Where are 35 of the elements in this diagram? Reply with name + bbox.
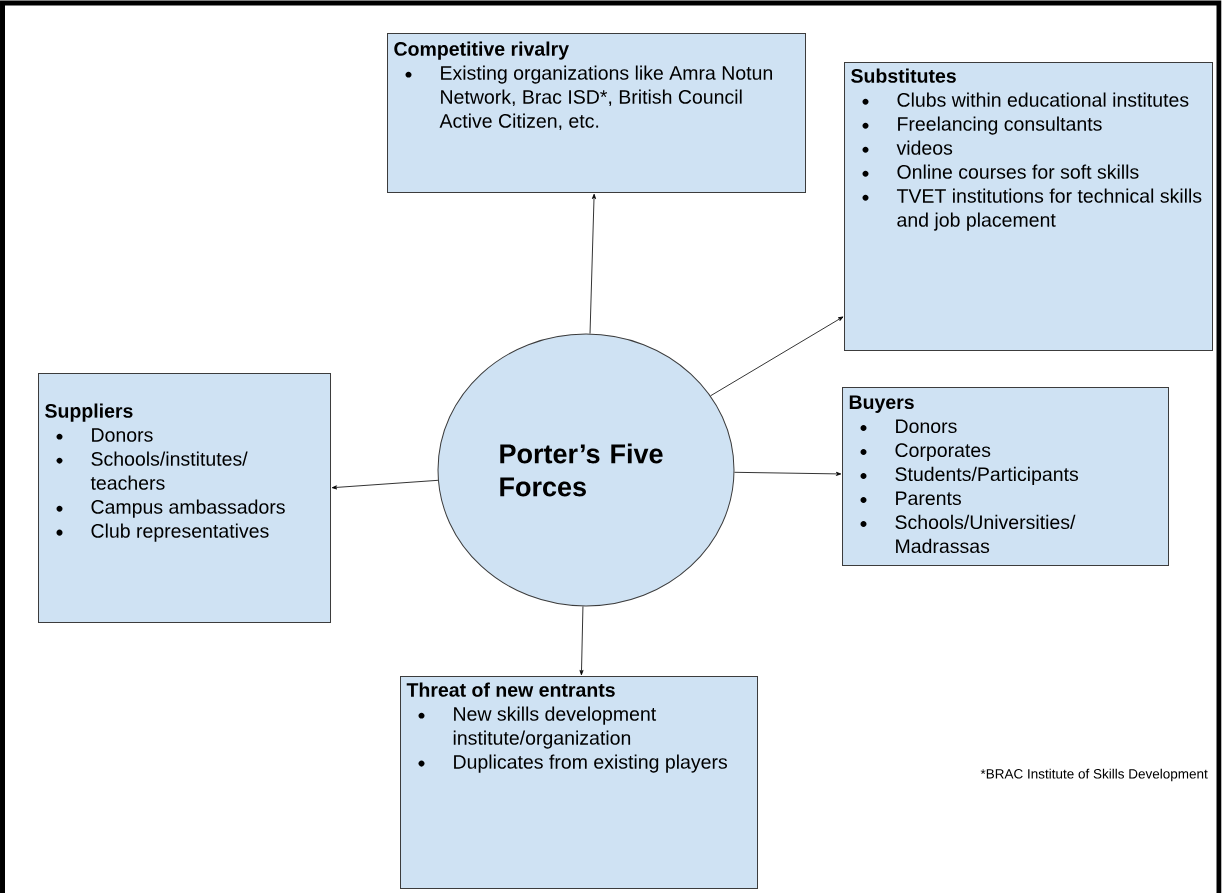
bullet-item: Campus ambassadors [91,499,285,518]
arrow [710,316,844,397]
bullet-item: Club representatives [91,523,269,542]
bullet-item: New skills development institute/organization [453,706,657,749]
circle-title: Porter’s Five Forces [500,443,663,497]
box-heading: Threat of new entrants [406,682,615,697]
bullet-item: Existing organizations like Amra Notun Network, Brac ISD*, British Council Active Citizen, etc. [439,65,772,131]
force-circle [437,333,735,607]
bullet-item: Clubs within educational institutes [897,92,1189,107]
bullet-item: TVET institutions for technical skills and job placement [896,188,1202,231]
force-box [387,33,806,193]
force-box [400,676,758,889]
force-box [844,62,1213,351]
bullet-item: Online courses for soft skills [897,164,1139,179]
box-heading: Substitutes [851,68,956,83]
arrow [579,606,584,676]
arrow [589,193,596,334]
bullet-item: Schools/Universities/ Madrassas [895,514,1076,554]
box-heading: Competitive rivalry [394,41,569,60]
force-box [38,373,331,623]
bullet-item: Parents [896,491,961,506]
arrow [331,479,439,490]
bullet-item: Corporates [895,443,991,461]
bullet-item: Schools/institutes/ teachers [90,451,248,490]
bullet-item: Duplicates from existing players [454,754,728,773]
bullet-item: videos [896,140,953,155]
bullet-item: Students/Participants [895,466,1079,485]
bullet-item: Donors [92,428,153,442]
arrow [734,471,842,476]
box-heading: Buyers [849,395,914,413]
footnote: *BRAC Institute of Skills Development [980,768,1208,782]
force-box [842,387,1169,566]
bullet-item: Freelancing consultants [898,116,1102,135]
box-heading: Suppliers [45,403,133,422]
bullet-item: Donors [896,419,957,434]
